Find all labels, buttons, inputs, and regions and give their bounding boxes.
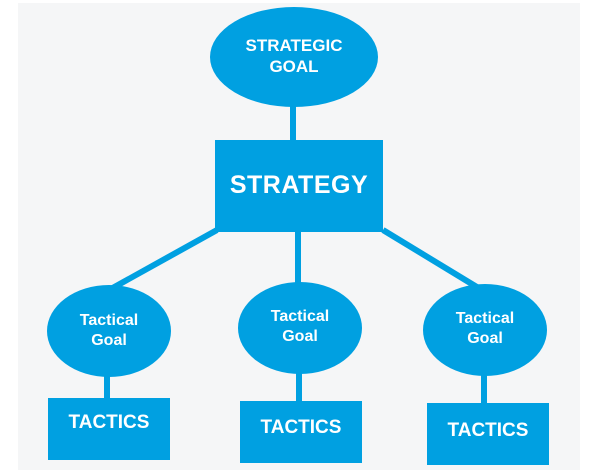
tactics-label-middle: TACTICS <box>260 417 342 439</box>
tactics-label-left: TACTICS <box>68 412 150 434</box>
tactical-goal-line2: Goal <box>282 328 318 345</box>
tactics-node-left <box>48 398 170 460</box>
tactics-node-middle <box>240 401 362 463</box>
tactical-goal-node-middle <box>238 282 362 374</box>
strategy-label: STRATEGY <box>229 171 369 200</box>
tactical-goal-label-middle: Tactical Goal <box>238 292 362 362</box>
strategy-node <box>215 140 383 232</box>
strategic-goal-node <box>210 7 378 107</box>
tactical-goal-line1: Tactical <box>455 310 515 327</box>
tactical-goal-label-left: Tactical Goal <box>47 296 171 366</box>
tactical-goal-line1: Tactical <box>79 312 139 329</box>
strategic-goal-line2: GOAL <box>269 57 319 76</box>
tactical-goal-line2: Goal <box>91 332 127 349</box>
tactical-goal-node-right <box>423 284 547 376</box>
tactical-goal-line1: Tactical <box>270 308 330 325</box>
tactical-goal-label-right: Tactical Goal <box>423 294 547 364</box>
strategic-goal-line1: STRATEGIC <box>245 35 343 55</box>
tactics-node-right <box>427 403 549 465</box>
connector-strategy-right <box>381 227 492 298</box>
strategic-goal-label: STRATEGIC GOAL <box>210 20 378 92</box>
tactical-goal-line2: Goal <box>467 330 503 347</box>
tactical-goal-node-left <box>47 285 171 377</box>
tactics-label-right: TACTICS <box>447 420 529 442</box>
connector-strategy-left <box>98 227 219 298</box>
